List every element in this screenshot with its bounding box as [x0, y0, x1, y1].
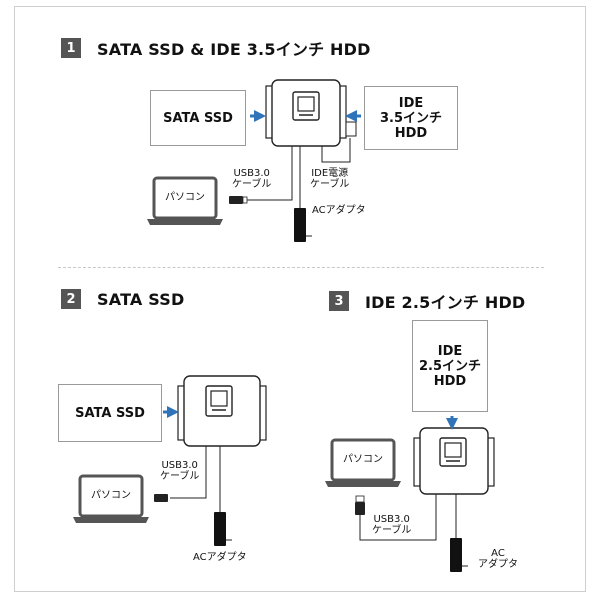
section-1-title: 1 SATA SSD & IDE 3.5インチ HDD [61, 36, 371, 60]
usb-plug-2-icon [154, 494, 168, 502]
adapter-3-icon [413, 427, 495, 495]
section-3-heading: IDE 2.5インチ HDD [365, 293, 526, 312]
laptop-3-label: パソコン [343, 454, 383, 465]
section-1-number: 1 [61, 38, 81, 58]
ac-adapter-1-icon [294, 208, 306, 242]
usb-plug-3-icon [355, 502, 365, 515]
laptop-3-icon [325, 438, 401, 487]
section-2-title: 2 SATA SSD [61, 289, 185, 309]
section-3-title: 3 IDE 2.5インチ HDD [329, 289, 525, 313]
sata-ssd-box-1: SATA SSD [150, 90, 246, 146]
adapter-2-icon [177, 375, 267, 447]
ide-25-hdd-box: IDE 2.5インチ HDD [412, 320, 488, 412]
section-2-heading: SATA SSD [97, 289, 185, 309]
ac-adapter-label-1: ACアダプタ [312, 205, 366, 216]
sata-ssd-box-2: SATA SSD [58, 384, 162, 442]
laptop-2-icon [73, 474, 149, 523]
ide-power-cable-label: IDE電源ケーブル [310, 168, 350, 190]
section-1-heading: SATA SSD & IDE 3.5インチ HDD [97, 40, 371, 59]
ide-35-hdd-box: IDE 3.5インチ HDD [364, 86, 458, 150]
adapter-1-icon [265, 79, 347, 147]
section-divider [58, 267, 544, 268]
section-2-number: 2 [61, 289, 81, 309]
laptop-1-label: パソコン [165, 192, 205, 203]
section-3-number: 3 [329, 291, 349, 311]
ide-power-plug-icon [345, 121, 357, 137]
ac-adapter-label-2: ACアダプタ [193, 552, 247, 563]
ac-adapter-3-icon [450, 538, 462, 572]
laptop-2-label: パソコン [91, 490, 131, 501]
laptop-1-icon [147, 176, 223, 225]
ac-adapter-2-icon [214, 512, 226, 546]
usb-plug-icon [229, 196, 243, 204]
